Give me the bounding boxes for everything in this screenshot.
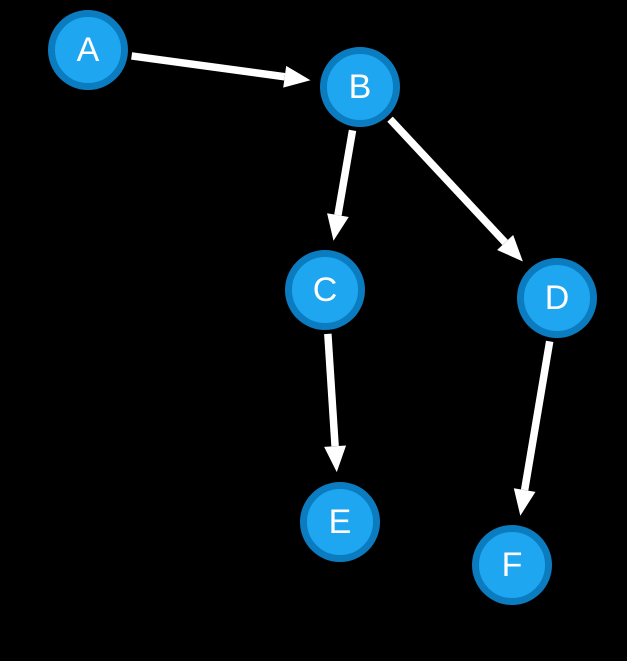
node-circle[interactable] (472, 525, 552, 605)
arrowhead-icon (324, 445, 347, 473)
node-circle[interactable] (48, 10, 128, 90)
node-D[interactable]: D (517, 258, 597, 338)
arrowhead-icon (497, 234, 523, 262)
edge-B-C[interactable] (327, 129, 357, 241)
arrowhead-icon (513, 488, 536, 516)
node-circle[interactable] (285, 250, 365, 330)
edge-D-F[interactable] (513, 340, 554, 516)
node-A[interactable]: A (48, 10, 128, 90)
node-E[interactable]: E (300, 482, 380, 562)
arrowhead-icon (327, 213, 349, 241)
node-F[interactable]: F (472, 525, 552, 605)
edge-line[interactable] (324, 333, 339, 447)
edge-line[interactable] (387, 116, 508, 246)
node-B[interactable]: B (320, 47, 400, 127)
edge-C-E[interactable] (324, 333, 347, 473)
arrowhead-icon (283, 65, 311, 88)
edge-B-D[interactable] (387, 116, 523, 262)
edge-line[interactable] (334, 129, 357, 216)
edge-line[interactable] (131, 52, 286, 81)
edge-line[interactable] (520, 340, 554, 491)
node-circle[interactable] (320, 47, 400, 127)
edge-A-B[interactable] (131, 52, 311, 88)
node-C[interactable]: C (285, 250, 365, 330)
node-circle[interactable] (517, 258, 597, 338)
node-circle[interactable] (300, 482, 380, 562)
